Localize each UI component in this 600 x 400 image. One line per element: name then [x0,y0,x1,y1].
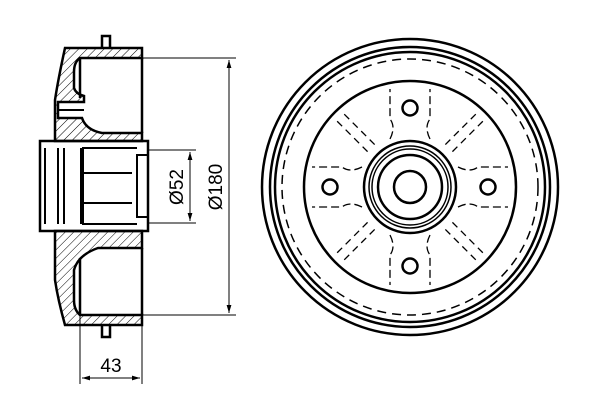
drum-ring [268,45,552,329]
front-view [260,37,560,337]
hub [38,139,150,233]
width-label: 43 [100,356,121,377]
lower-section [53,229,144,327]
hub-ring [376,153,444,221]
bolt-hole-right [479,178,497,196]
drum-diameter-label: Ø180 [206,164,227,210]
drum-face-ring [302,79,518,295]
hub-ring [368,145,452,229]
upper-section [53,46,144,143]
hub-outer-ring [362,139,458,235]
flange-tab-top [100,34,112,48]
hidden-ribs [335,112,485,262]
hub-ring [371,148,449,226]
side-section-view: Ø52 Ø180 43 [38,34,236,384]
drum-diameter-dimension: Ø180 [142,57,236,316]
width-dimension: 43 [79,315,143,384]
bore-diameter-label: Ø52 [167,169,188,205]
bolt-bosses [312,89,508,285]
bore-diameter-dimension: Ø52 [148,149,196,224]
flange-tab-bottom [100,325,112,339]
drum-ring [273,50,547,324]
drum-hidden-ring [281,58,539,316]
bolt-hole-bottom [401,257,419,275]
center-bore [392,169,428,205]
bolt-hole-left [321,178,339,196]
bolt-hole-top [401,99,419,117]
drum-outer-ring [260,37,560,337]
